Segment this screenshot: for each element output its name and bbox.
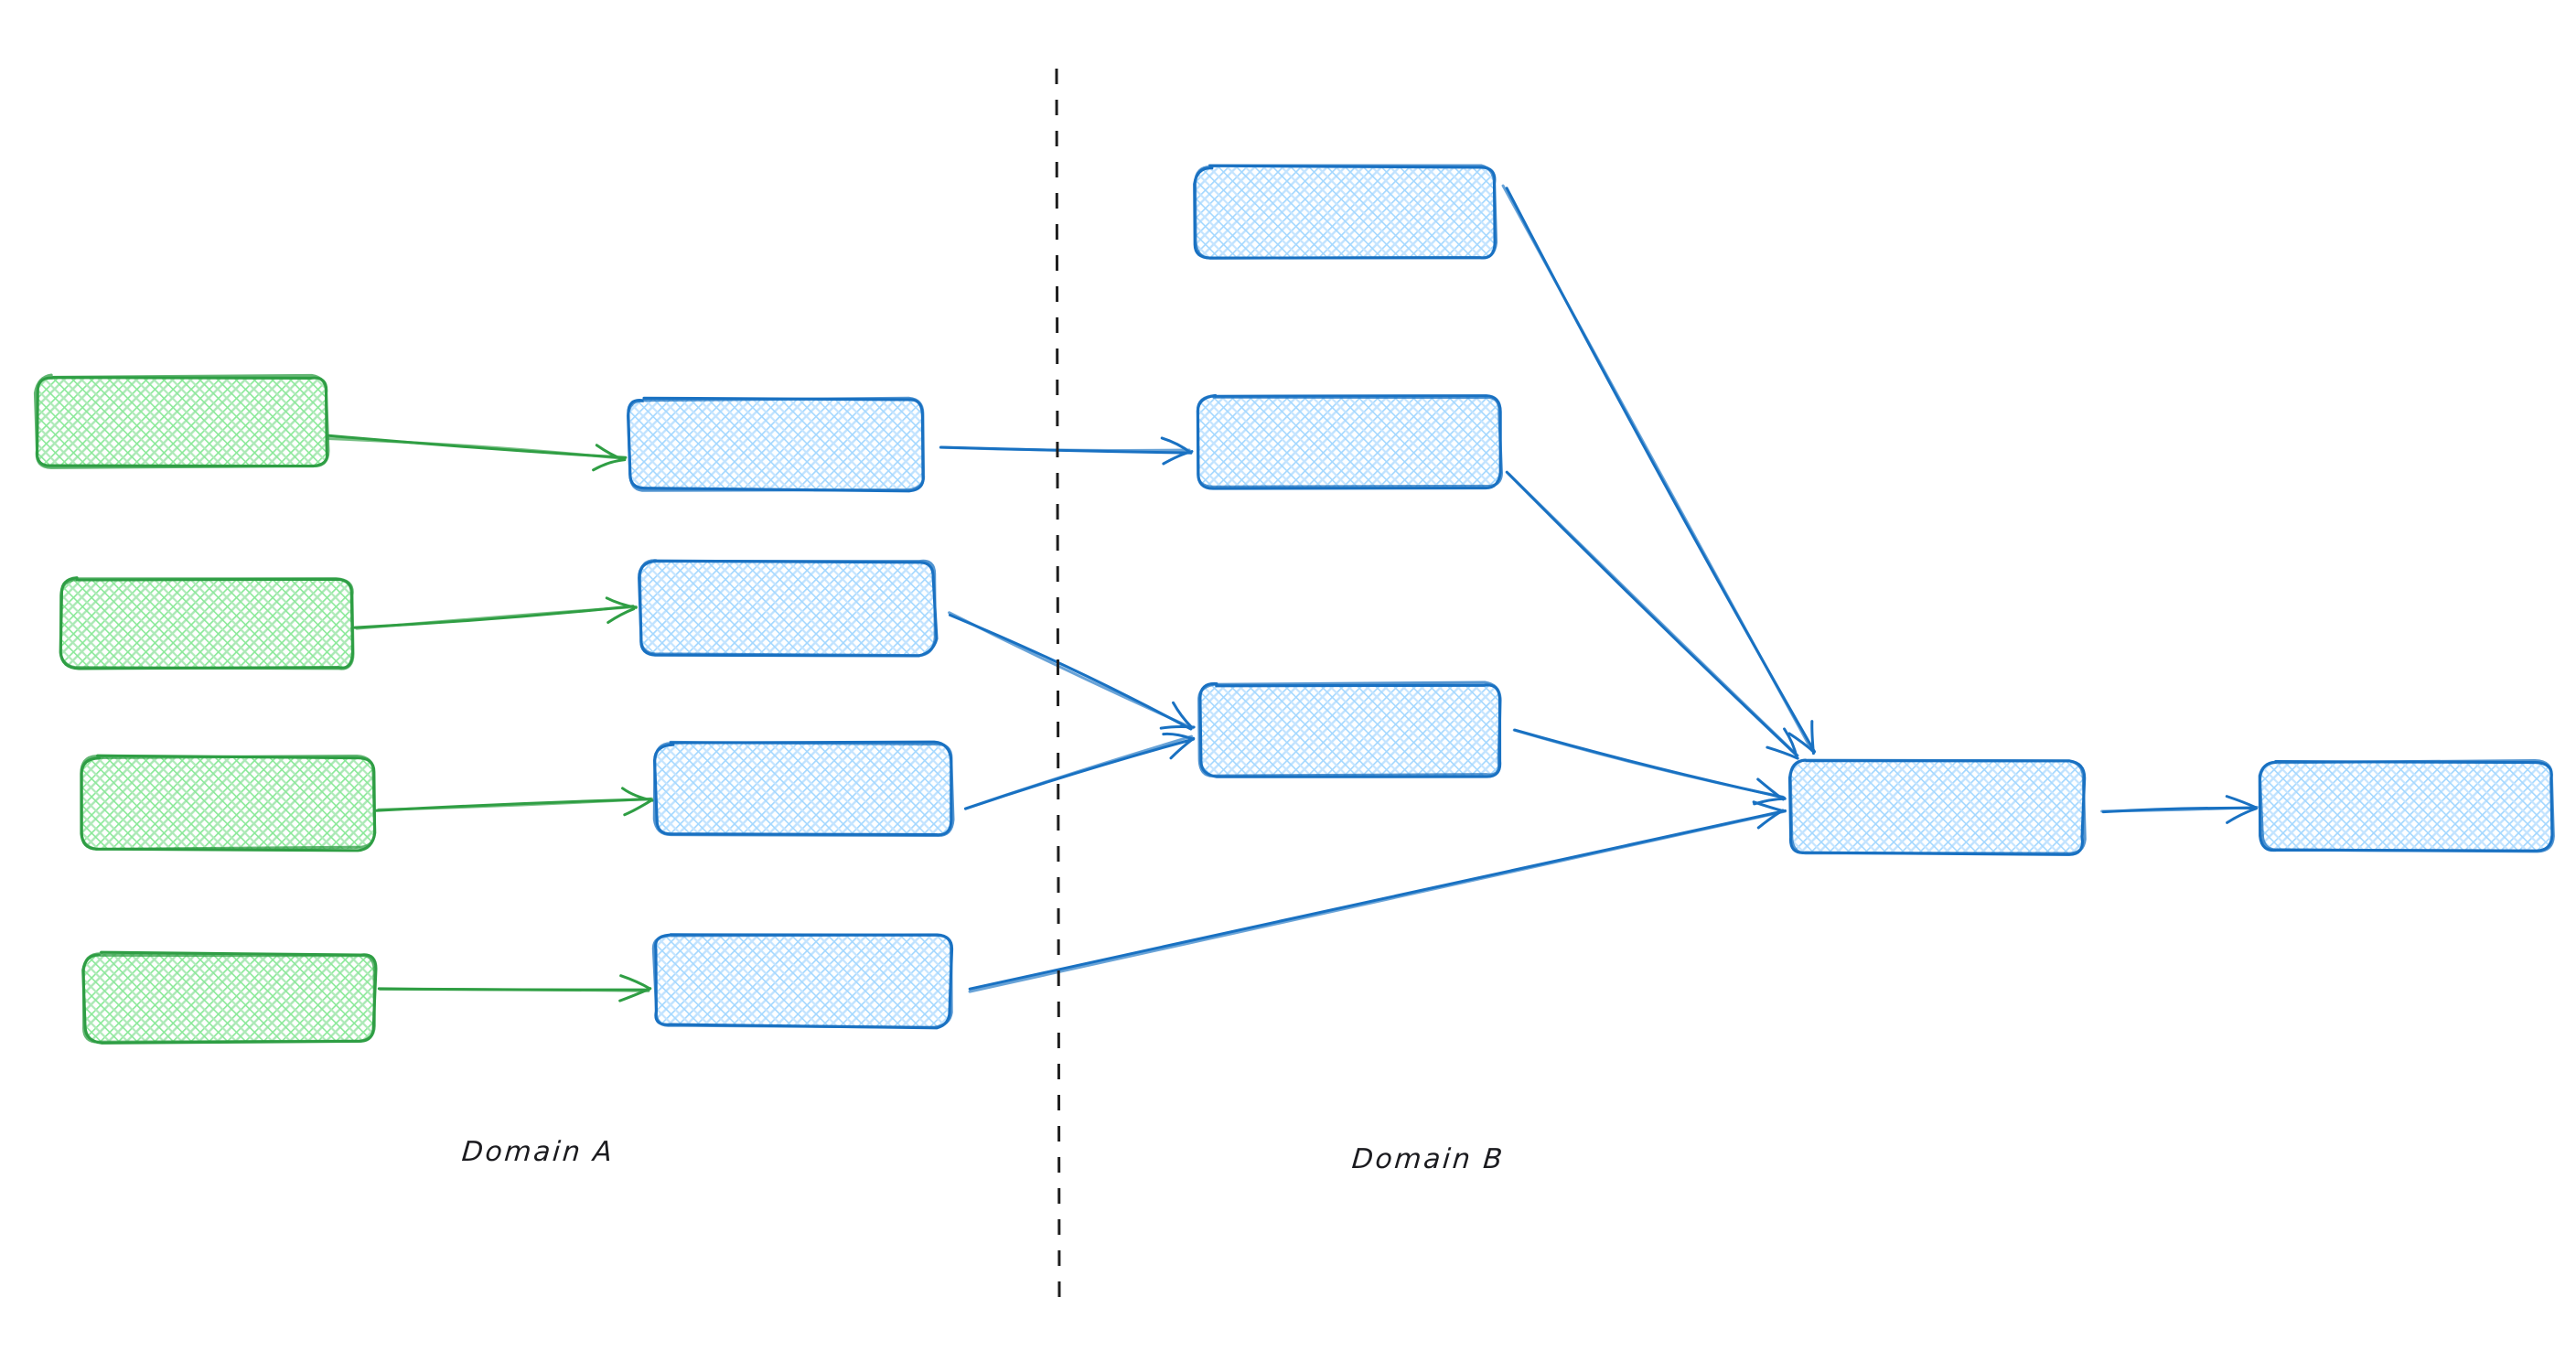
node-box-b4[interactable] — [651, 933, 954, 1030]
node-outline — [81, 952, 376, 1044]
edge-arrowhead — [595, 444, 625, 461]
domain-a-label: Domain A — [460, 1136, 617, 1168]
edge-arrowhead — [1810, 720, 1815, 756]
node-outline — [2259, 759, 2555, 853]
node-box-b3[interactable] — [652, 740, 955, 837]
edge-line — [1508, 472, 1799, 757]
nodes-layer — [33, 164, 2555, 1045]
edge-line — [968, 809, 1787, 993]
node-outline — [59, 577, 355, 670]
edge-a3-to-b3[interactable] — [374, 787, 654, 817]
edge-arrowhead — [1172, 701, 1194, 729]
node-box-a2[interactable] — [59, 576, 355, 670]
edge-line — [1505, 187, 1816, 754]
node-fill-hatch-cross — [1200, 684, 1500, 776]
node-outline — [1197, 681, 1502, 777]
edge-line — [326, 437, 626, 460]
node-fill-hatch-cross — [37, 377, 327, 466]
edges-layer — [326, 184, 2259, 1002]
edge-arrowhead — [1756, 777, 1785, 801]
node-fill-hatch-cross — [640, 561, 935, 654]
node-fill-hatch-cross — [2261, 762, 2552, 851]
edge-b2-to-c3[interactable] — [948, 611, 1196, 731]
edge-arrowhead — [2225, 795, 2258, 809]
node-outline — [1193, 164, 1498, 260]
node-box-b1[interactable] — [626, 396, 926, 493]
edge-line — [948, 611, 1195, 730]
edge-arrowhead — [1162, 732, 1194, 740]
edge-arrowhead — [592, 458, 627, 472]
node-box-c3[interactable] — [1197, 681, 1502, 778]
edge-arrowhead — [618, 987, 652, 1002]
edge-line — [2100, 805, 2259, 813]
edge-d1-to-e1[interactable] — [2100, 795, 2259, 824]
node-box-b2[interactable] — [638, 559, 939, 658]
node-outline — [651, 933, 953, 1029]
node-outline — [1196, 394, 1503, 488]
edge-arrowhead — [1159, 725, 1196, 730]
edge-a4-to-b4[interactable] — [377, 974, 652, 1002]
edge-arrowhead — [1783, 727, 1798, 760]
edge-arrowhead — [606, 607, 636, 624]
edge-arrowhead — [2226, 807, 2259, 824]
node-box-e1[interactable] — [2258, 759, 2555, 853]
node-box-a3[interactable] — [80, 754, 377, 852]
edge-arrowhead — [621, 787, 654, 802]
edge-arrowhead — [623, 799, 654, 817]
node-box-a4[interactable] — [81, 950, 378, 1045]
divider-layer — [1055, 68, 1061, 1300]
edge-b1-to-c2[interactable] — [939, 436, 1194, 466]
node-fill-hatch-cross — [84, 954, 375, 1042]
edge-c1-to-d1[interactable] — [1501, 184, 1816, 756]
node-fill-hatch-cross — [655, 935, 951, 1026]
edge-arrowhead — [619, 974, 651, 991]
node-outline — [626, 396, 926, 492]
edge-arrowhead — [1753, 797, 1787, 806]
edge-a2-to-b2[interactable] — [353, 596, 638, 630]
edge-line — [379, 987, 650, 992]
node-outline — [33, 373, 330, 469]
node-fill-hatch-cross — [62, 579, 353, 669]
edge-c3-to-d1[interactable] — [1512, 728, 1787, 806]
node-box-a1[interactable] — [33, 373, 330, 469]
domain-b-label: Domain B — [1350, 1143, 1507, 1175]
node-fill-hatch-cross — [1196, 167, 1496, 259]
edge-line — [1512, 728, 1785, 799]
node-outline — [638, 559, 937, 658]
edge-c2-to-d1[interactable] — [1505, 470, 1799, 760]
edge-arrowhead — [605, 596, 638, 609]
node-box-c1[interactable] — [1193, 164, 1498, 260]
node-outline — [1788, 758, 2087, 855]
node-box-d1[interactable] — [1787, 758, 2087, 856]
edge-arrowhead — [1169, 736, 1196, 760]
edge-line — [355, 605, 638, 630]
edge-b4-to-d1[interactable] — [968, 800, 1787, 993]
node-fill-hatch-cross — [628, 400, 924, 489]
domain-divider-line — [1055, 68, 1061, 1300]
node-fill-hatch-cross — [1198, 397, 1500, 488]
node-fill-hatch-cross — [1791, 762, 2084, 853]
edge-a1-to-b1[interactable] — [326, 434, 628, 472]
edge-line — [377, 797, 653, 811]
edge-b3-to-c3[interactable] — [963, 732, 1196, 810]
node-fill-hatch-cross — [656, 744, 951, 835]
node-fill-hatch-cross — [82, 757, 373, 849]
edge-line — [939, 445, 1191, 452]
edge-line — [1501, 184, 1814, 753]
node-outline — [80, 754, 377, 851]
edge-line — [963, 734, 1194, 810]
node-box-c2[interactable] — [1196, 393, 1503, 490]
node-outline — [652, 740, 955, 837]
edge-arrowhead — [1160, 436, 1193, 455]
